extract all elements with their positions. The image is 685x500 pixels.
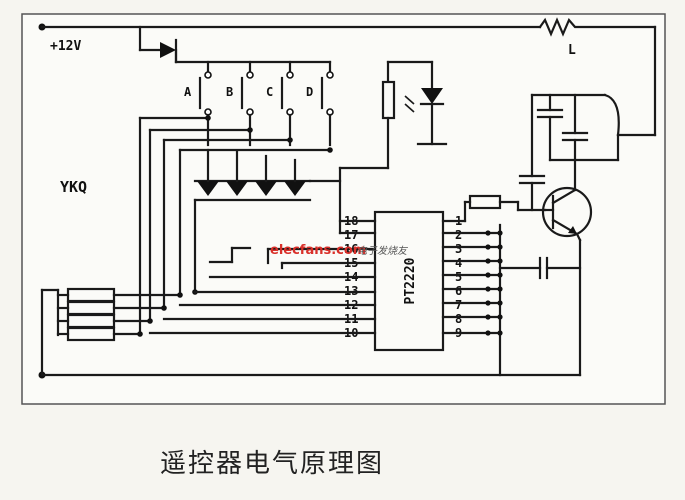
svg-text:8: 8 [455, 312, 462, 326]
watermark-logo: elecfans.com [270, 243, 366, 258]
input-resistors [40, 287, 183, 377]
ic-right-pins: 1 2 3 4 5 6 7 8 9 [441, 214, 503, 377]
watermark: elecfans.com 电子发烧友 [270, 243, 409, 258]
svg-text:7: 7 [455, 298, 462, 312]
ic-pt2220: PT2220 [373, 210, 445, 352]
svg-text:4: 4 [455, 256, 462, 270]
inductor-symbol [538, 17, 657, 37]
diode-array [192, 148, 342, 295]
transistor [541, 158, 593, 242]
watermark-tagline: 电子发烧友 [357, 245, 409, 257]
zener-diode [160, 42, 176, 58]
svg-text:5: 5 [455, 270, 462, 284]
svg-text:D: D [306, 85, 313, 99]
led-branch [338, 60, 448, 235]
svg-text:6: 6 [455, 284, 462, 298]
ic-left-pins: 18 17 16 15 14 13 12 11 10 [148, 214, 377, 340]
oscillator-tank [498, 93, 620, 280]
module-label: YKQ [60, 178, 87, 196]
button-d: D [306, 60, 334, 147]
svg-text:B: B [226, 85, 233, 99]
svg-text:3: 3 [455, 242, 462, 256]
svg-text:2: 2 [455, 228, 462, 242]
diagram-caption: 遥控器电气原理图 [160, 449, 384, 479]
supply-label: +12V [50, 39, 81, 54]
svg-text:17: 17 [344, 228, 358, 242]
button-bus [138, 115, 333, 335]
base-resistor [463, 194, 547, 223]
diagram-frame [21, 13, 666, 405]
inductor-label: L [568, 43, 576, 58]
ic-label: PT2220 [403, 257, 418, 304]
svg-text:A: A [184, 85, 192, 99]
svg-text:C: C [266, 85, 273, 99]
